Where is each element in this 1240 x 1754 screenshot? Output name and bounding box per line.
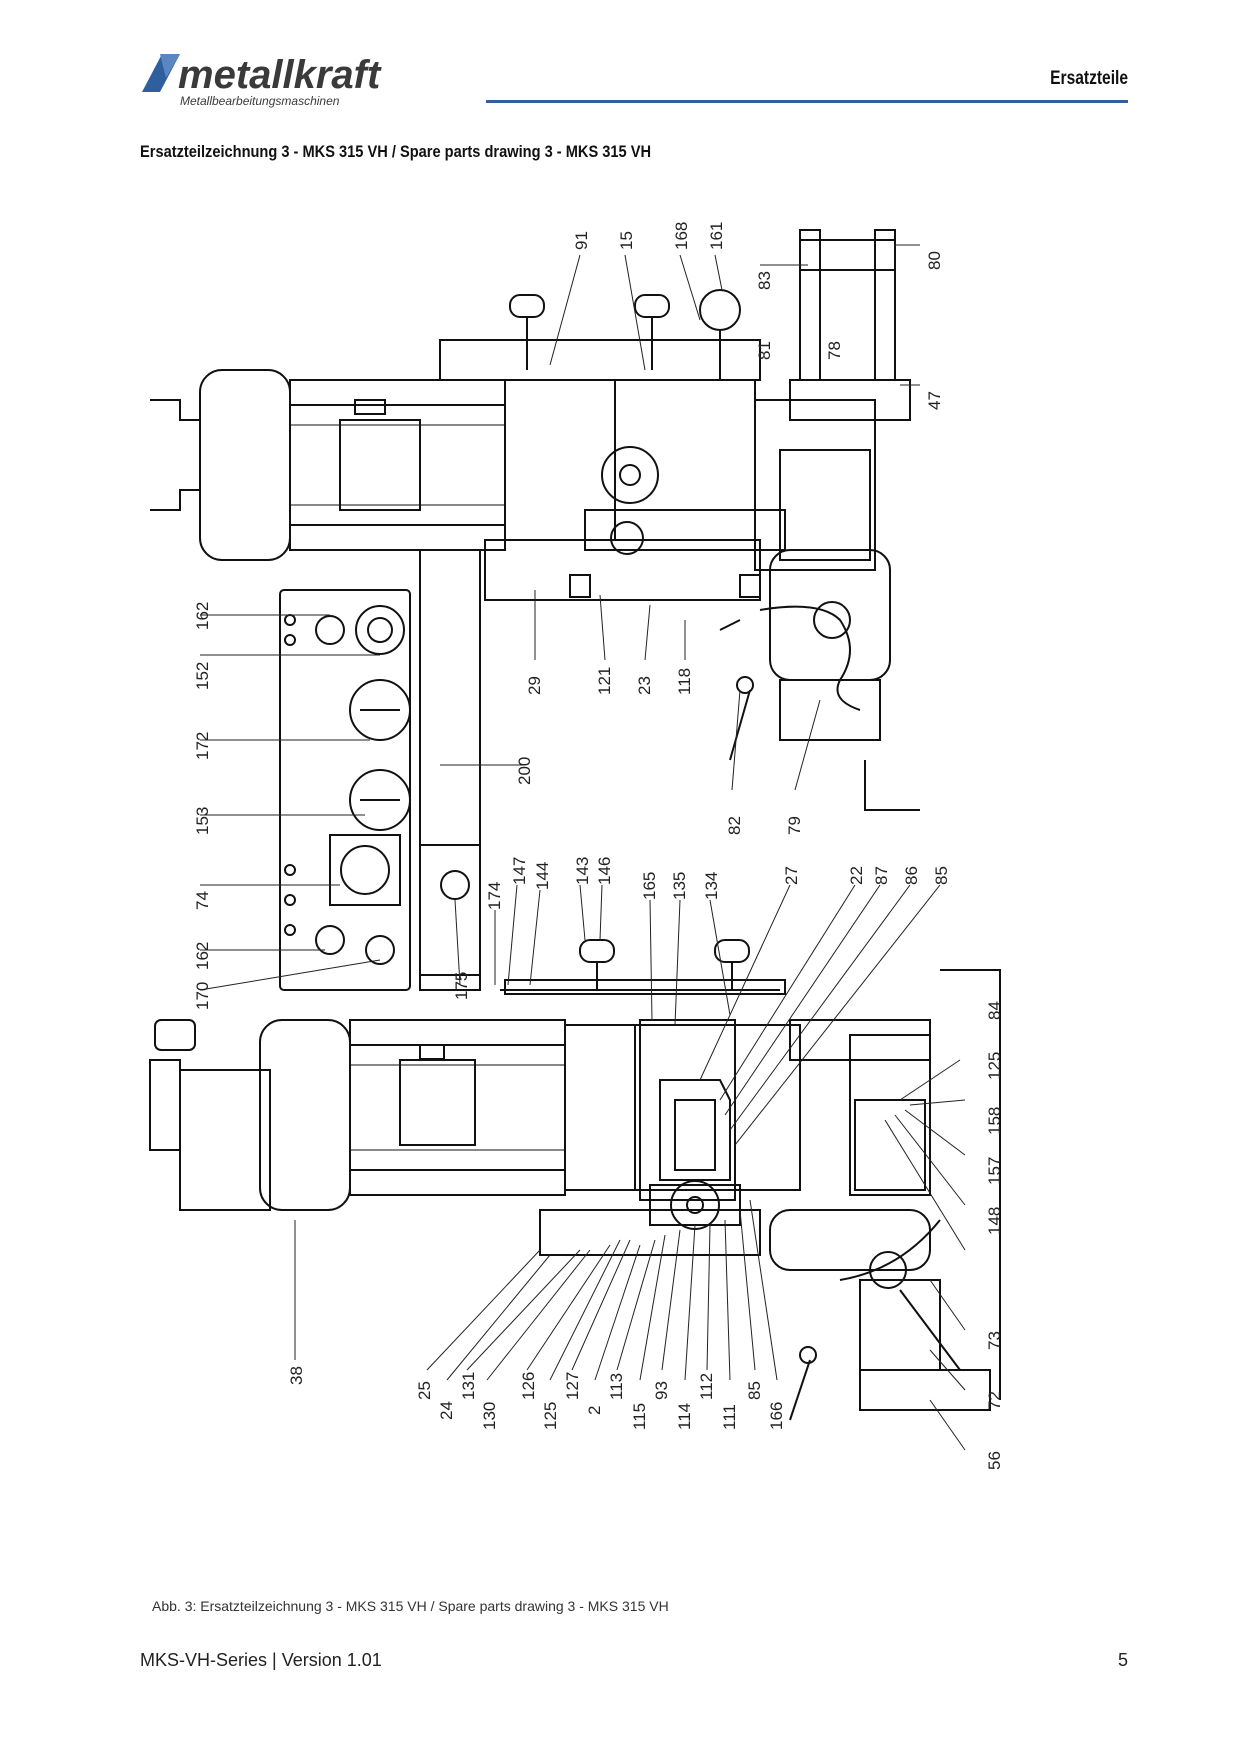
part-label: 174 (485, 882, 504, 910)
part-label: 127 (563, 1372, 582, 1400)
part-label: 87 (872, 866, 891, 885)
part-label: 147 (510, 857, 529, 885)
part-label: 153 (193, 807, 212, 835)
part-label: 162 (193, 602, 212, 630)
part-label: 24 (437, 1401, 456, 1420)
part-label: 85 (932, 866, 951, 885)
section-title: Ersatzteile (1050, 68, 1128, 89)
part-label: 72 (985, 1391, 1004, 1410)
part-label: 73 (985, 1331, 1004, 1350)
part-label: 47 (925, 391, 944, 410)
part-label: 152 (193, 662, 212, 690)
part-label: 146 (595, 857, 614, 885)
spare-parts-drawing-svg: 91 15 168 161 83 80 81 78 47 162 152 172… (149, 222, 1004, 1470)
part-label: 81 (755, 341, 774, 360)
metallkraft-logo: metallkraft Metallbearbeitungsmaschinen (140, 48, 470, 108)
part-label: 83 (755, 271, 774, 290)
part-label: 143 (573, 857, 592, 885)
part-label: 74 (193, 891, 212, 910)
metallkraft-logo-icon: metallkraft Metallbearbeitungsmaschinen (142, 53, 382, 108)
part-label: 2 (585, 1406, 604, 1415)
part-label: 166 (767, 1402, 786, 1430)
part-label: 115 (630, 1403, 649, 1430)
part-label: 165 (640, 872, 659, 900)
part-label: 27 (782, 866, 801, 885)
part-label: 157 (985, 1157, 1004, 1185)
part-label: 78 (825, 341, 844, 360)
part-label: 134 (702, 872, 721, 900)
part-labels: 91 15 168 161 83 80 81 78 47 162 152 172… (193, 222, 1004, 1470)
part-label: 175 (452, 972, 471, 1000)
header-divider (486, 100, 1128, 103)
part-label: 148 (985, 1207, 1004, 1235)
part-label: 172 (193, 732, 212, 760)
part-label: 82 (725, 816, 744, 835)
part-label: 126 (519, 1372, 538, 1400)
part-label: 161 (707, 222, 726, 250)
part-label: 111 (720, 1404, 739, 1430)
part-label: 168 (672, 222, 691, 250)
part-label: 23 (635, 676, 654, 695)
part-label: 131 (459, 1372, 478, 1400)
part-label: 15 (617, 231, 636, 250)
part-label: 162 (193, 942, 212, 970)
part-label: 170 (193, 982, 212, 1010)
part-label: 113 (607, 1373, 626, 1400)
document-heading: Ersatzteilzeichnung 3 - MKS 315 VH / Spa… (140, 142, 652, 161)
part-label: 144 (533, 862, 552, 890)
part-label: 200 (515, 757, 534, 785)
part-label: 38 (287, 1366, 306, 1385)
part-label: 80 (925, 251, 944, 270)
part-label: 135 (670, 872, 689, 900)
part-label: 22 (847, 866, 866, 885)
part-label: 86 (902, 866, 921, 885)
part-label: 91 (572, 231, 591, 250)
page-number: 5 (1117, 1650, 1128, 1670)
part-label: 112 (697, 1373, 716, 1400)
part-label: 84 (985, 1001, 1004, 1020)
part-label: 130 (480, 1402, 499, 1430)
part-label: 121 (595, 667, 614, 695)
part-label: 25 (415, 1381, 434, 1400)
part-label: 56 (985, 1451, 1004, 1470)
part-label: 93 (652, 1381, 671, 1400)
part-label: 125 (985, 1052, 1004, 1080)
part-label: 79 (785, 816, 804, 835)
footer-version: MKS-VH-Series | Version 1.01 (140, 1650, 382, 1670)
part-label: 158 (985, 1107, 1004, 1135)
part-label: 85 (745, 1381, 764, 1400)
spare-parts-drawing: 91 15 168 161 83 80 81 78 47 162 152 172… (140, 220, 1120, 1570)
part-label: 114 (675, 1403, 694, 1430)
part-label: 118 (675, 668, 694, 695)
part-label: 29 (525, 676, 544, 695)
logo-tagline: Metallbearbeitungsmaschinen (180, 94, 340, 108)
logo-wordmark: metallkraft (178, 53, 382, 97)
part-label: 125 (541, 1402, 560, 1430)
figure-caption: Abb. 3: Ersatzteilzeichnung 3 - MKS 315 … (152, 1598, 669, 1614)
